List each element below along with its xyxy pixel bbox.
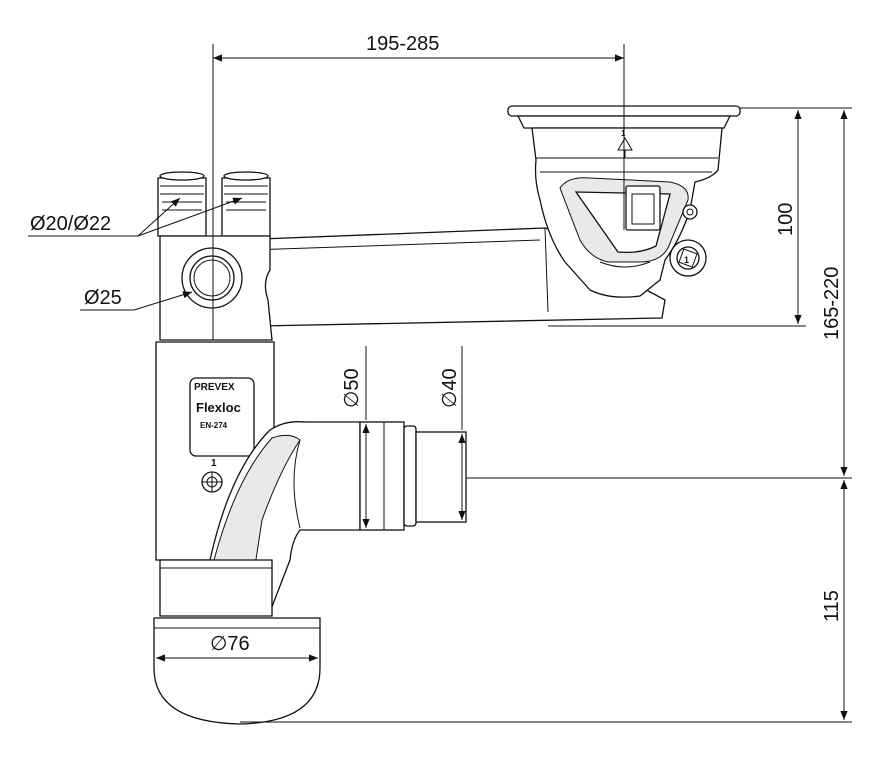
trap-diameter-label: ∅76 [210,633,250,655]
inlet-medium-leader [133,291,193,311]
trap-cup [153,617,321,725]
body-mark: 1 [211,458,217,469]
inlet-height-label: 100 [775,203,797,236]
dimension-lines: 195-285 100 165-220 115 ∅50 ∅40 ∅76 Ø20/… [28,33,852,723]
inlet-small-label: Ø20/Ø22 [30,213,111,235]
inlet-ring-25 [181,247,243,309]
outlet-large-label: ∅50 [341,368,363,408]
product-name: Flexloc [196,400,241,415]
brand-plate [189,377,255,457]
total-height-label: 165-220 [821,267,843,340]
lower-neck [159,559,273,617]
overflow-valve-icon [669,239,707,277]
inlet-medium-label: Ø25 [84,287,122,309]
inlet-small-leader-1 [137,197,181,237]
outlet-small-label: ∅40 [439,368,461,408]
upper-inlets [157,171,271,237]
bottom-height-label: 115 [821,590,843,622]
basket-drain-icon [617,137,633,158]
brand-name: PREVEX [194,382,235,393]
width-dimension-label: 195-285 [366,33,439,55]
outlet-pipe [359,421,467,531]
valve-plug [625,185,661,231]
standard-label: EN-274 [200,421,228,430]
inlet-small-leader-2 [137,197,243,237]
valve-mark: 1 [684,255,689,265]
date-clock-icon [201,471,223,493]
siphon-parts: 1 1 [153,105,741,725]
